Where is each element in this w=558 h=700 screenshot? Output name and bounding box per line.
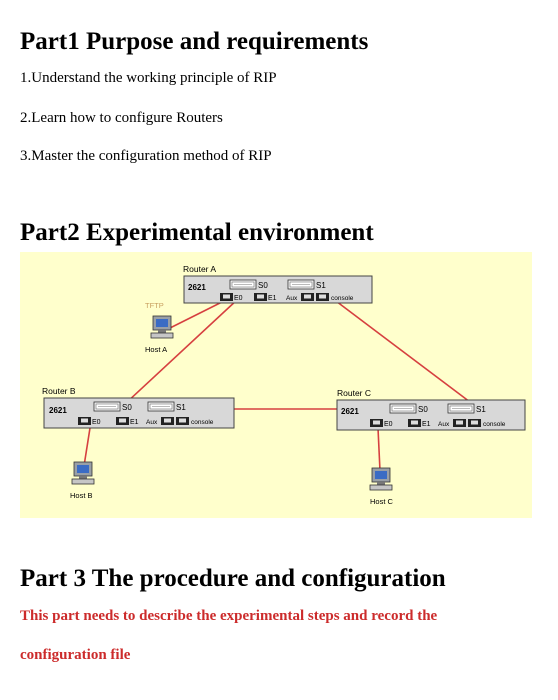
router-a-console-port bbox=[316, 293, 329, 301]
router-b-e0-label: E0 bbox=[92, 419, 101, 426]
router-a-label: Router A bbox=[183, 264, 216, 274]
host-b: Host B bbox=[70, 461, 95, 500]
router-b-e1-port bbox=[116, 417, 129, 425]
router-b-console-label: console bbox=[191, 419, 214, 426]
link-routerA-hostA bbox=[169, 298, 229, 329]
router-c-e1-label: E1 bbox=[422, 421, 431, 428]
link-routerA-routerB bbox=[111, 298, 239, 417]
part2-title: Part2 Experimental environment bbox=[20, 219, 374, 246]
requirement-item-3: 3.Master the configuration method of RIP bbox=[20, 148, 272, 164]
router-c: Router C 2621 S0 S1 E0 E1 Aux console bbox=[336, 388, 526, 431]
part3-note-line-1: This part needs to describe the experime… bbox=[20, 608, 438, 624]
tftp-label: TFTP bbox=[145, 301, 164, 310]
router-b-s1-port bbox=[147, 401, 175, 412]
router-c-model: 2621 bbox=[341, 407, 359, 416]
router-c-console-label: console bbox=[483, 421, 506, 428]
link-routerB-hostB bbox=[83, 427, 91, 467]
router-b-aux-label: Aux bbox=[146, 419, 158, 426]
router-c-e0-label: E0 bbox=[384, 421, 393, 428]
router-c-aux-port bbox=[453, 419, 466, 427]
router-b-console-port bbox=[176, 417, 189, 425]
host-c-label: Host C bbox=[370, 497, 394, 506]
host-a-label: Host A bbox=[145, 345, 167, 354]
router-c-aux-label: Aux bbox=[438, 421, 450, 428]
router-c-s1-label: S1 bbox=[476, 405, 486, 414]
router-c-s0-label: S0 bbox=[418, 405, 428, 414]
router-b: Router B 2621 S0 S1 E0 E1 Aux console bbox=[42, 386, 235, 429]
link-routerC-hostC bbox=[377, 427, 381, 472]
router-b-s0-label: S0 bbox=[122, 403, 132, 412]
router-c-e1-port bbox=[408, 419, 421, 427]
host-b-computer-icon bbox=[71, 461, 95, 485]
router-c-s1-port bbox=[447, 403, 475, 414]
router-b-s1-label: S1 bbox=[176, 403, 186, 412]
router-c-console-port bbox=[468, 419, 481, 427]
router-a-s0-label: S0 bbox=[258, 281, 268, 290]
router-c-label: Router C bbox=[337, 388, 371, 398]
network-topology-diagram: Router A 2621 S0 S1 E0 E1 Aux console TF… bbox=[20, 252, 532, 518]
router-b-model: 2621 bbox=[49, 406, 67, 415]
router-a-s1-port bbox=[287, 279, 315, 290]
host-c: Host C bbox=[369, 467, 394, 506]
link-lines bbox=[83, 288, 471, 472]
part1-title: Part1 Purpose and requirements bbox=[20, 28, 369, 55]
router-a-s1-label: S1 bbox=[316, 281, 326, 290]
router-a: Router A 2621 S0 S1 E0 E1 Aux console bbox=[183, 264, 373, 304]
router-a-e0-port bbox=[220, 293, 233, 301]
host-a: TFTP Host A bbox=[145, 301, 174, 354]
router-a-e1-port bbox=[254, 293, 267, 301]
host-a-computer-icon bbox=[150, 315, 174, 339]
router-a-e0-label: E0 bbox=[234, 295, 243, 302]
part3-note-line-2: configuration file bbox=[20, 647, 131, 663]
router-b-s0-port bbox=[93, 401, 121, 412]
requirement-item-1: 1.Understand the working principle of RI… bbox=[20, 70, 277, 86]
part3-title: Part 3 The procedure and configuration bbox=[20, 565, 446, 592]
router-b-label: Router B bbox=[42, 386, 76, 396]
router-a-e1-label: E1 bbox=[268, 295, 277, 302]
router-c-e0-port bbox=[370, 419, 383, 427]
router-a-s0-port bbox=[229, 279, 257, 290]
router-b-aux-port bbox=[161, 417, 174, 425]
host-c-computer-icon bbox=[369, 467, 393, 491]
link-routerA-routerC bbox=[319, 288, 471, 403]
router-a-console-label: console bbox=[331, 295, 354, 302]
router-b-e0-port bbox=[78, 417, 91, 425]
router-a-aux-label: Aux bbox=[286, 295, 298, 302]
router-b-e1-label: E1 bbox=[130, 419, 139, 426]
requirement-item-2: 2.Learn how to configure Routers bbox=[20, 110, 223, 126]
router-a-model: 2621 bbox=[188, 283, 206, 292]
router-c-s0-port bbox=[389, 403, 417, 414]
router-a-aux-port bbox=[301, 293, 314, 301]
host-b-label: Host B bbox=[70, 491, 93, 500]
